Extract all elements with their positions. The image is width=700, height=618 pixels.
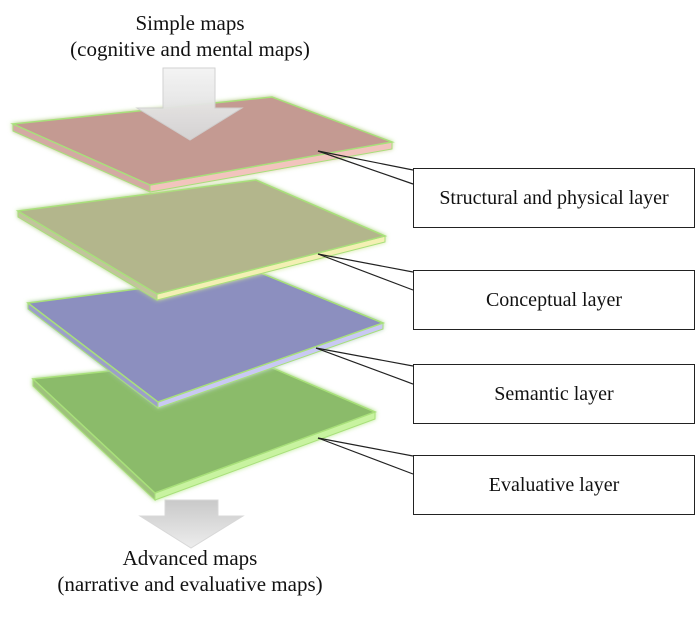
- label-conceptual-text: Conceptual layer: [485, 288, 623, 311]
- label-box-structural: Structural and physical layer: [413, 168, 695, 228]
- layer-evaluative-plate: [31, 356, 378, 502]
- callout-semantic: [315, 347, 414, 385]
- label-semantic-text: Semantic layer: [494, 382, 614, 405]
- bottom-caption-subtitle: (narrative and evaluative maps): [57, 572, 323, 596]
- bottom-down-arrow-icon: [138, 499, 245, 549]
- layer-conceptual-top: [15, 179, 388, 295]
- label-box-semantic: Semantic layer: [413, 364, 695, 424]
- top-down-arrow-icon: [135, 67, 244, 141]
- label-structural-text: Structural and physical layer: [439, 186, 669, 209]
- bottom-caption-title: Advanced maps: [122, 546, 258, 570]
- label-box-conceptual: Conceptual layer: [413, 270, 695, 330]
- layer-structural-plate: [10, 96, 395, 193]
- callout-structural: [317, 150, 414, 185]
- callout-conceptual: [317, 253, 414, 291]
- top-caption-title: Simple maps: [135, 11, 245, 35]
- label-evaluative-text: Evaluative layer: [488, 473, 620, 496]
- callout-evaluative: [317, 437, 414, 475]
- label-box-evaluative: Evaluative layer: [413, 455, 695, 515]
- bottom-caption: Advanced maps (narrative and evaluative …: [10, 545, 370, 597]
- top-caption: Simple maps (cognitive and mental maps): [40, 10, 340, 62]
- top-caption-subtitle: (cognitive and mental maps): [70, 37, 310, 61]
- layer-conceptual-plate: [15, 179, 388, 301]
